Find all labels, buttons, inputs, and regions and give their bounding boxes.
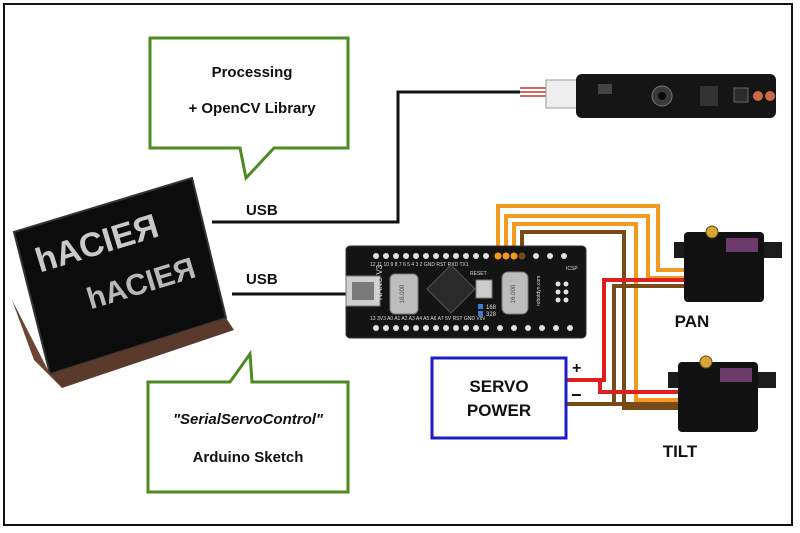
callout-arduino-line1: "SerialServoControl" xyxy=(173,411,324,428)
tilt-servo-horn xyxy=(699,355,713,369)
diagram-frame xyxy=(3,3,793,526)
pan-signal-wire xyxy=(496,204,686,272)
usb-label-top: USB xyxy=(246,202,278,219)
nano-crystal-right-label: 16.000 xyxy=(511,284,517,303)
nano-label: NANO V3 xyxy=(375,264,384,300)
pan-servo-horn xyxy=(705,225,719,239)
nano-reset-button xyxy=(475,279,493,299)
tilt-servo xyxy=(668,355,776,432)
pan-servo-label: PAN xyxy=(675,312,710,331)
servo-power-box xyxy=(430,356,568,440)
nano-top-pin-labels: 12 11 10 9 8 7 6 5 4 3 2 GND RST RXD TX1 xyxy=(370,262,469,268)
nano-bottom-pin-row xyxy=(373,325,573,331)
nano-icsp-label: ICSP xyxy=(566,266,578,272)
callout-processing-line2: + OpenCV Library xyxy=(188,100,316,117)
camera-pad-2 xyxy=(765,91,775,101)
callout-processing xyxy=(148,36,350,182)
camera-connector xyxy=(545,79,579,109)
laptop-hinge xyxy=(50,318,234,388)
tilt-servo-label: TILT xyxy=(663,442,698,461)
nano-crystal-left xyxy=(389,273,419,315)
usb-cable-camera xyxy=(212,90,520,224)
callout-processing-line1: Processing xyxy=(212,64,293,81)
arduino-nano: 12 11 10 9 8 7 6 5 4 3 2 GND RST RXD TX1… xyxy=(345,245,587,339)
nano-crystal-right xyxy=(501,271,529,315)
pan-servo-sticker xyxy=(726,238,758,252)
camera-cable-wires xyxy=(520,87,548,97)
nano-top-pin-row xyxy=(373,252,567,260)
nano-chip-168: 168 xyxy=(486,305,497,311)
power-plus-label: + xyxy=(572,360,581,377)
pan-servo xyxy=(674,225,782,302)
nano-mcu-chip xyxy=(426,264,476,314)
power-minus-label: − xyxy=(571,385,582,405)
nano-crystal-left-label: 16.000 xyxy=(400,284,406,303)
camera-module xyxy=(520,74,776,118)
callout-arduino xyxy=(146,349,350,494)
nano-chip-328: 328 xyxy=(486,312,497,318)
nano-icsp-header xyxy=(555,281,569,303)
servo-power-line2: POWER xyxy=(467,401,531,420)
camera-pad-1 xyxy=(753,91,763,101)
nano-brand: robotdyn.com xyxy=(536,276,542,306)
servo-wires xyxy=(496,204,686,410)
tilt-power-wire xyxy=(566,378,680,394)
usb-label-bottom: USB xyxy=(246,271,278,288)
tilt-servo-sticker xyxy=(720,368,752,382)
laptop: hACIEЯ hACIEЯ xyxy=(12,176,234,388)
tilt-signal-wire xyxy=(512,222,680,402)
camera-board xyxy=(576,74,776,118)
nano-bottom-pin-labels: 13 3V3 A0 A1 A2 A3 A4 A5 A6 A7 5V RST GN… xyxy=(370,316,485,322)
servo-power-line1: SERVO xyxy=(469,377,528,396)
callout-arduino-line2: Arduino Sketch xyxy=(193,449,304,466)
nano-reset-label: RESET xyxy=(470,271,487,277)
tilt-ground-wire xyxy=(520,230,680,410)
